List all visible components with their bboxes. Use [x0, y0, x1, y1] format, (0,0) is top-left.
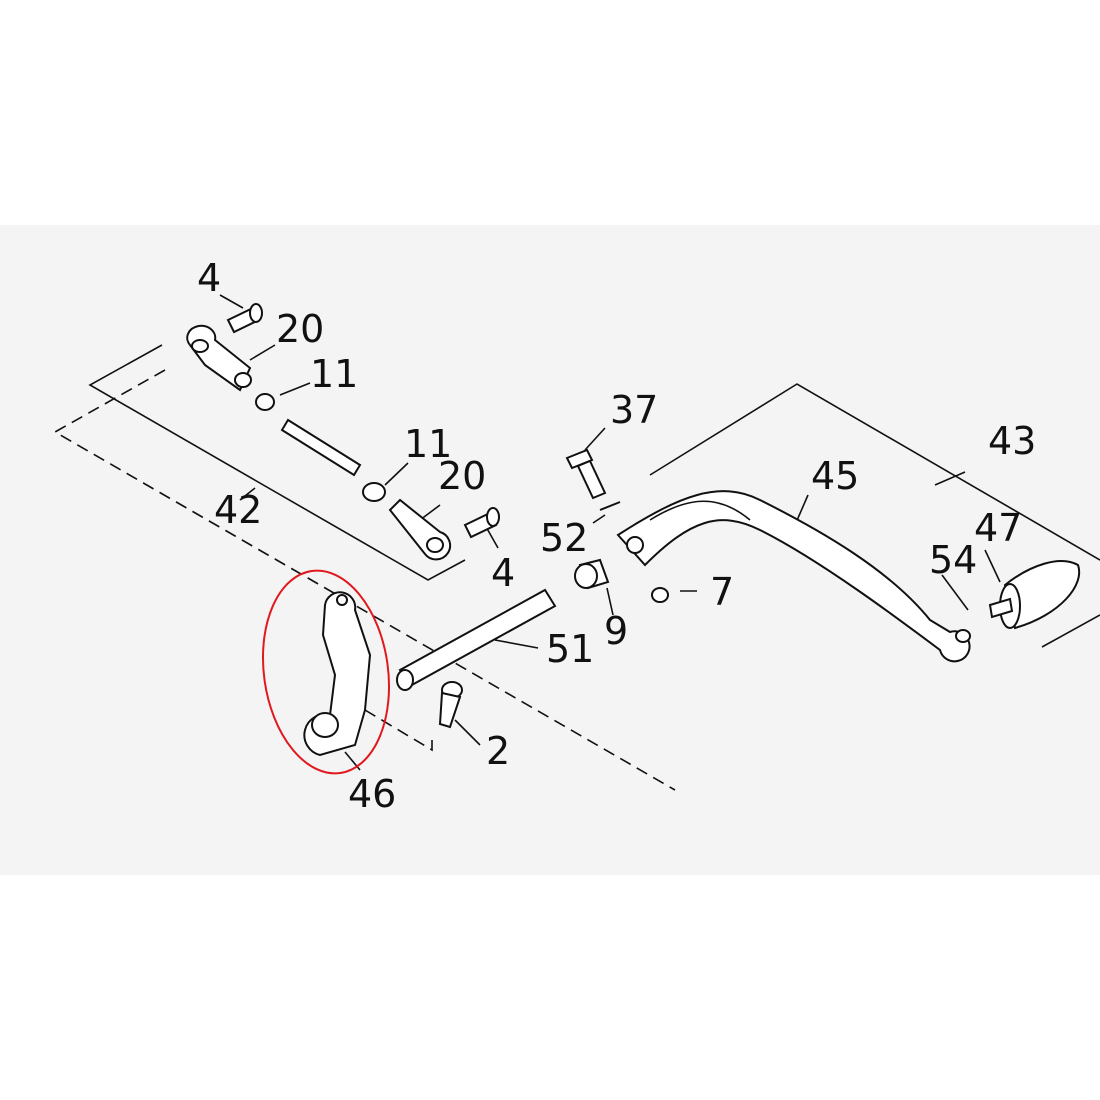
nut-7: [651, 587, 669, 603]
callout-54: 54: [929, 538, 977, 582]
callout-11: 11: [310, 352, 358, 396]
callout-47: 47: [974, 506, 1022, 550]
callout-20: 20: [276, 307, 324, 351]
callout-52: 52: [540, 516, 588, 560]
callout-46: 46: [348, 772, 396, 816]
shaft-51: [396, 588, 557, 691]
callout-51: 51: [546, 627, 594, 671]
assembly-axis-line-2: [364, 709, 433, 752]
bracket-42: [88, 344, 466, 581]
rod-end-20-lower: [388, 498, 452, 561]
bracket-43: [649, 383, 1100, 561]
callout-4: 4: [197, 256, 221, 300]
nut-11-lower: [362, 482, 386, 502]
collar-9: [574, 558, 610, 590]
stud-rod: [280, 418, 362, 477]
callout-42: 42: [214, 488, 262, 532]
bolt-37: [565, 448, 607, 500]
lever-45: [616, 490, 971, 663]
callout-37: 37: [610, 388, 658, 432]
callout-2: 2: [486, 729, 510, 773]
nut-11-upper: [255, 393, 275, 411]
shift-arm-46: [303, 591, 372, 757]
callout-45: 45: [811, 454, 859, 498]
washer-52: [599, 501, 621, 511]
callout-4: 4: [491, 551, 515, 595]
bolt-2: [438, 681, 463, 729]
callout-43: 43: [988, 419, 1036, 463]
bracket-43-lower: [1041, 614, 1100, 648]
diagram-panel: [0, 225, 1100, 875]
bolt-4-lower: [463, 507, 500, 539]
rod-end-20-upper: [186, 324, 252, 392]
callout-7: 7: [710, 570, 734, 614]
bolt-4-upper: [226, 303, 263, 334]
assembly-axis-line: [53, 369, 676, 791]
footpeg-rubber-47: [988, 560, 1081, 630]
callout-11: 11: [404, 422, 452, 466]
callout-9: 9: [604, 609, 628, 653]
callout-20: 20: [438, 454, 486, 498]
highlight-circle: [261, 569, 391, 775]
